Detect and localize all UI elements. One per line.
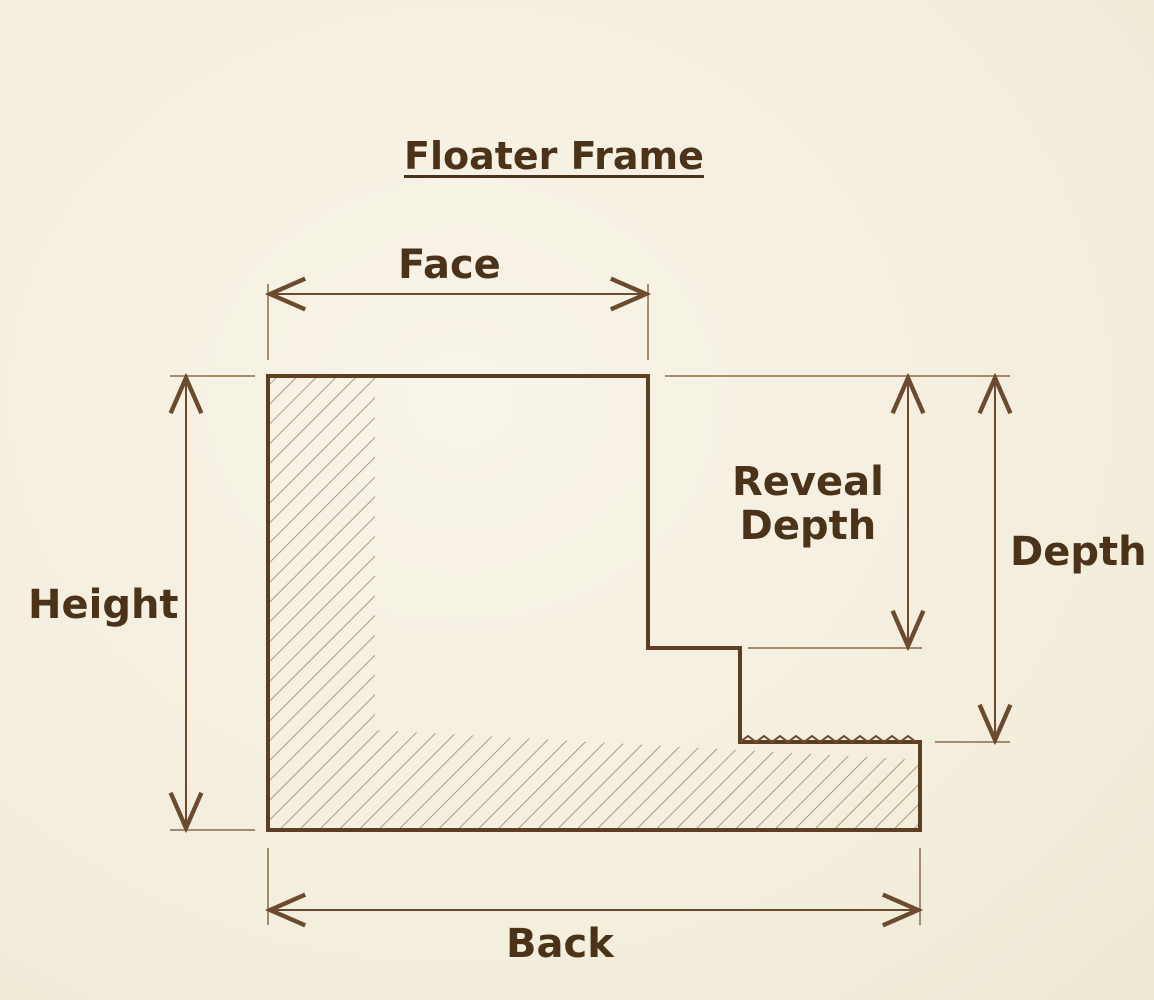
height-label: Height bbox=[28, 582, 179, 628]
reveal-depth-label: Reveal Depth bbox=[732, 460, 884, 548]
hatch-region bbox=[268, 378, 920, 830]
rabbet-zigzag bbox=[739, 734, 917, 744]
back-label: Back bbox=[506, 921, 614, 967]
depth-label: Depth bbox=[1010, 529, 1147, 575]
reveal-line2: Depth bbox=[739, 503, 877, 549]
reveal-line1: Reveal bbox=[732, 459, 884, 505]
diagram-title: Floater Frame bbox=[404, 134, 704, 178]
face-label: Face bbox=[398, 242, 501, 288]
